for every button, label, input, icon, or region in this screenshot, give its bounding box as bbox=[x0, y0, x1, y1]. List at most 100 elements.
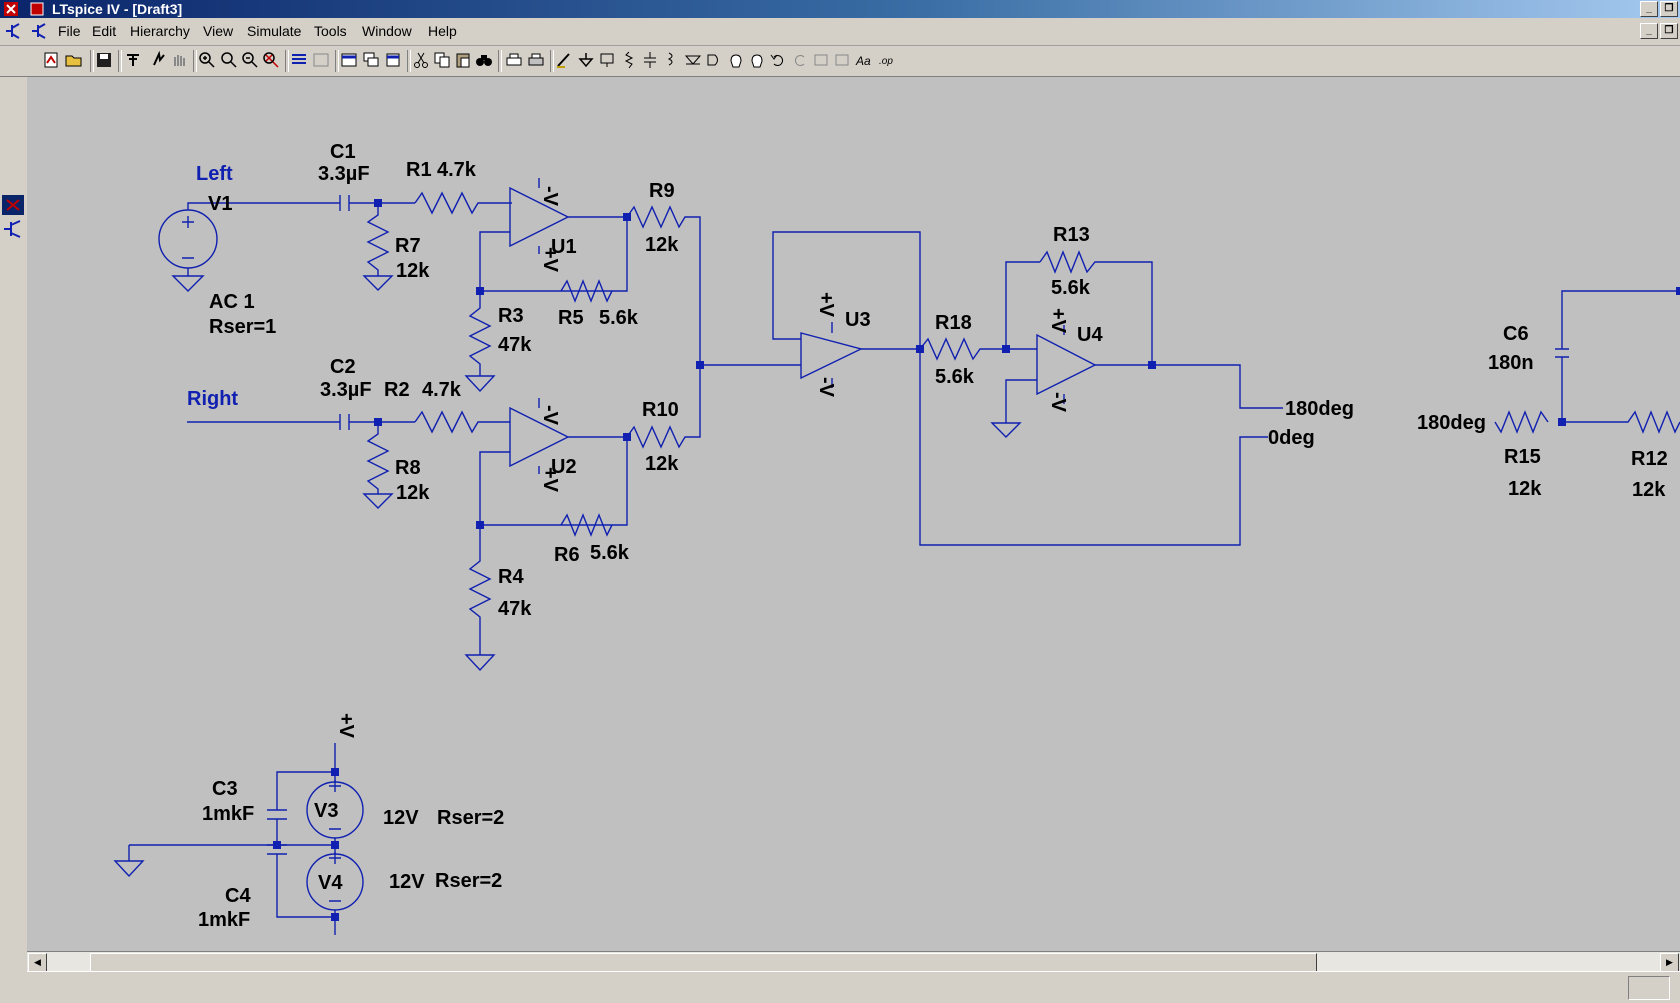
paste-icon[interactable] bbox=[454, 51, 472, 69]
halt-icon[interactable] bbox=[170, 51, 188, 69]
r18-value: 5.6k bbox=[935, 366, 975, 388]
ground-r3 bbox=[464, 375, 496, 393]
r15-name: R15 bbox=[1504, 446, 1541, 468]
r18-name: R18 bbox=[935, 312, 972, 334]
c4-value: 1mkF bbox=[198, 909, 250, 931]
scroll-thumb[interactable] bbox=[90, 953, 1317, 972]
in-180deg: 180deg bbox=[1417, 412, 1486, 434]
scroll-left-button[interactable]: ◀ bbox=[28, 953, 47, 972]
component-icon[interactable] bbox=[705, 51, 723, 69]
menu-bar: File Edit Hierarchy View Simulate Tools … bbox=[0, 18, 1680, 46]
cut-icon[interactable] bbox=[412, 51, 430, 69]
u2-pos-supply: +V bbox=[539, 467, 561, 493]
r13-value: 5.6k bbox=[1051, 277, 1091, 299]
rotate-icon[interactable] bbox=[812, 51, 830, 69]
r9-value: 12k bbox=[645, 234, 679, 256]
ground-u4 bbox=[990, 422, 1022, 438]
menu-help[interactable]: Help bbox=[428, 23, 457, 39]
c3-name: C3 bbox=[212, 778, 238, 800]
r4-name: R4 bbox=[498, 566, 524, 588]
r15-value: 12k bbox=[1508, 478, 1542, 500]
save-icon[interactable] bbox=[95, 51, 113, 69]
u3-pos-supply: +V bbox=[815, 292, 837, 318]
scroll-right-button[interactable]: ▶ bbox=[1660, 953, 1679, 972]
print-setup-icon[interactable] bbox=[505, 51, 523, 69]
find-icon[interactable] bbox=[475, 51, 493, 69]
horizontal-scrollbar[interactable]: ◀ ▶ bbox=[27, 951, 1680, 972]
run-icon[interactable] bbox=[150, 51, 168, 69]
copy-icon[interactable] bbox=[433, 51, 451, 69]
c6-value: 180n bbox=[1488, 352, 1534, 374]
open-folder-icon[interactable] bbox=[65, 51, 83, 69]
control-panel-icon[interactable] bbox=[124, 51, 142, 69]
menu-view[interactable]: View bbox=[203, 23, 234, 39]
minimize-button[interactable]: _ bbox=[1640, 1, 1658, 17]
close-windows-icon[interactable] bbox=[384, 51, 402, 69]
schematic-doc-icon bbox=[6, 23, 20, 39]
tile-vertical-icon[interactable] bbox=[312, 51, 330, 69]
schematic-canvas[interactable]: Left V1 AC 1 Rser=1 C1 3.3µF R1 4.7k R7 … bbox=[27, 77, 1680, 951]
minimized-schematic-icon[interactable] bbox=[2, 219, 24, 239]
supply-pos-flag: +V bbox=[335, 713, 357, 739]
ltspice-app-icon bbox=[4, 2, 18, 16]
menu-edit[interactable]: Edit bbox=[92, 23, 117, 39]
r6-name: R6 bbox=[554, 544, 580, 566]
menu-simulate[interactable]: Simulate bbox=[247, 23, 302, 39]
u2-name: U2 bbox=[551, 456, 577, 478]
r7-name: R7 bbox=[395, 235, 421, 257]
resistor-icon[interactable] bbox=[620, 51, 638, 69]
zoom-in-icon[interactable] bbox=[198, 51, 216, 69]
c4-name: C4 bbox=[225, 885, 251, 907]
label-net-icon[interactable] bbox=[598, 51, 616, 69]
r3-name: R3 bbox=[498, 305, 524, 327]
diode-icon[interactable] bbox=[684, 51, 702, 69]
tile-horizontal-icon[interactable] bbox=[290, 51, 308, 69]
draw-wire-icon[interactable] bbox=[555, 51, 573, 69]
move-icon[interactable] bbox=[727, 51, 745, 69]
restore-button[interactable]: ❐ bbox=[1660, 1, 1678, 17]
v4-name: V4 bbox=[318, 872, 343, 894]
window-stack-icon[interactable] bbox=[362, 51, 380, 69]
menu-hierarchy[interactable]: Hierarchy bbox=[130, 23, 190, 39]
menu-window[interactable]: Window bbox=[362, 23, 412, 39]
ground-r8 bbox=[362, 493, 394, 509]
c1-value: 3.3µF bbox=[318, 163, 370, 185]
junction-dots bbox=[273, 199, 1680, 921]
cascade-icon[interactable] bbox=[340, 51, 358, 69]
schematic-drawing[interactable]: Left V1 AC 1 Rser=1 C1 3.3µF R1 4.7k R7 … bbox=[27, 77, 1680, 951]
r8-value: 12k bbox=[396, 482, 430, 504]
zoom-fit-icon[interactable] bbox=[262, 51, 280, 69]
r10-value: 12k bbox=[645, 453, 679, 475]
zoom-out-icon[interactable] bbox=[241, 51, 259, 69]
r1-name: R1 bbox=[406, 159, 432, 181]
mirror-icon[interactable] bbox=[833, 51, 851, 69]
capacitor-icon[interactable] bbox=[641, 51, 659, 69]
r5-value: 5.6k bbox=[599, 307, 639, 329]
out-180deg: 180deg bbox=[1285, 398, 1354, 420]
ground-supply bbox=[113, 845, 145, 878]
v3-rser: Rser=2 bbox=[437, 807, 504, 829]
u3-neg-supply: -V bbox=[815, 377, 837, 398]
redo-icon[interactable] bbox=[791, 51, 809, 69]
new-schematic-icon[interactable] bbox=[42, 51, 60, 69]
r1-value: 4.7k bbox=[437, 159, 477, 181]
minimized-window-icon[interactable] bbox=[2, 195, 24, 215]
undo-icon[interactable] bbox=[769, 51, 787, 69]
v4-rser: Rser=2 bbox=[435, 870, 502, 892]
print-icon[interactable] bbox=[527, 51, 545, 69]
drag-icon[interactable] bbox=[748, 51, 766, 69]
u4-pos-supply: +V bbox=[1047, 308, 1069, 334]
ground-icon[interactable] bbox=[577, 51, 595, 69]
text-icon[interactable]: Aa bbox=[855, 51, 873, 69]
ground-v1 bbox=[171, 275, 205, 292]
pan-icon[interactable] bbox=[220, 51, 238, 69]
spice-directive-icon[interactable]: .op bbox=[877, 51, 895, 69]
menu-tools[interactable]: Tools bbox=[314, 23, 347, 39]
doc-minimize-button[interactable]: _ bbox=[1640, 23, 1658, 39]
inductor-icon[interactable] bbox=[662, 51, 680, 69]
c3-value: 1mkF bbox=[202, 803, 254, 825]
toolbar: Aa .op bbox=[0, 46, 1680, 77]
doc-restore-button[interactable]: ❐ bbox=[1660, 23, 1678, 39]
menu-file[interactable]: File bbox=[58, 23, 81, 39]
u2-opamp bbox=[509, 406, 570, 468]
